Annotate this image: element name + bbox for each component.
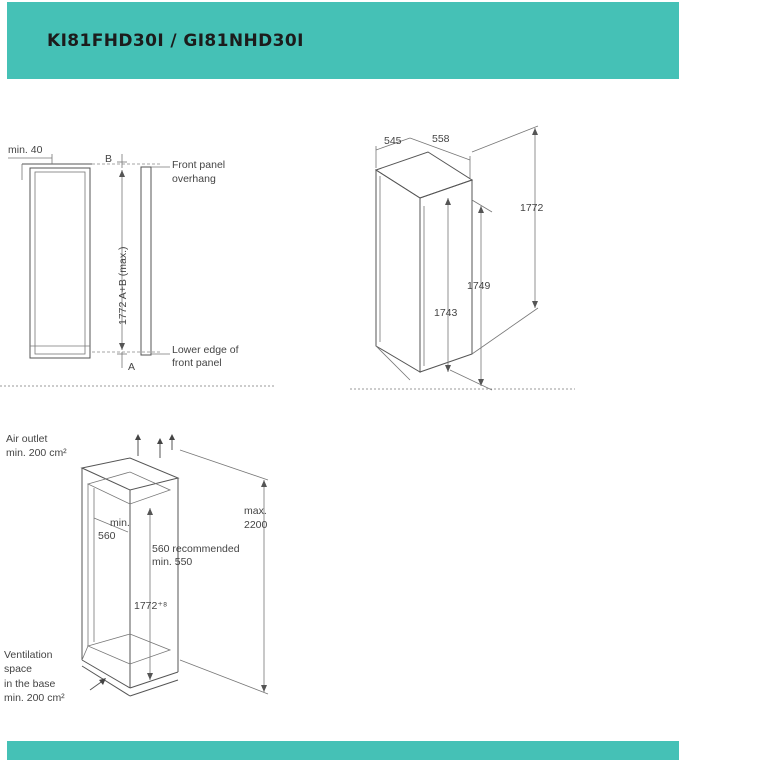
front-panel-label: Front panel [172, 159, 225, 171]
front-panel-diagram: min. 40 B Front panel overhang 1772 A+B … [0, 144, 275, 387]
max-label: max. [244, 505, 267, 517]
header-bar: KI81FHD30I / GI81NHD30I [7, 2, 679, 79]
niche-height-label: 1772⁺⁸ [134, 600, 167, 612]
recommended-min-label: min. 550 [152, 556, 192, 568]
lower-edge-label: Lower edge of [172, 344, 239, 356]
total-height-label: 1772 [520, 202, 544, 214]
a-label: A [128, 361, 135, 373]
vent-min-label: min. 200 cm² [4, 692, 65, 704]
min-label: min. [110, 517, 130, 529]
door-height-label: 1749 [467, 280, 491, 292]
page-title: KI81FHD30I / GI81NHD30I [47, 31, 304, 51]
overhang-label: overhang [172, 173, 216, 185]
air-outlet-label: Air outlet [6, 433, 48, 445]
min-value-label: 560 [98, 530, 116, 542]
front-panel-lower-label: front panel [172, 357, 222, 369]
ventilation-label: Ventilation [4, 649, 53, 661]
space-label: space [4, 663, 32, 675]
recommended-label: 560 recommended [152, 543, 240, 555]
appliance-diagram: 545 558 1772 1749 1743 [350, 125, 575, 391]
depth-label: 545 [384, 135, 402, 147]
b-label: B [105, 153, 112, 165]
width-label: 558 [432, 133, 450, 145]
niche-diagram: Air outlet min. 200 cm² max. 2200 min. 5… [4, 433, 269, 704]
in-base-label: in the base [4, 678, 56, 690]
body-height-label: 1743 [434, 307, 458, 319]
min-40-label: min. 40 [8, 144, 43, 156]
height-label: 1772 A+B (max.) [117, 247, 129, 326]
air-outlet-min-label: min. 200 cm² [6, 447, 67, 459]
footer-bar [7, 741, 679, 760]
max-value-label: 2200 [244, 519, 268, 531]
